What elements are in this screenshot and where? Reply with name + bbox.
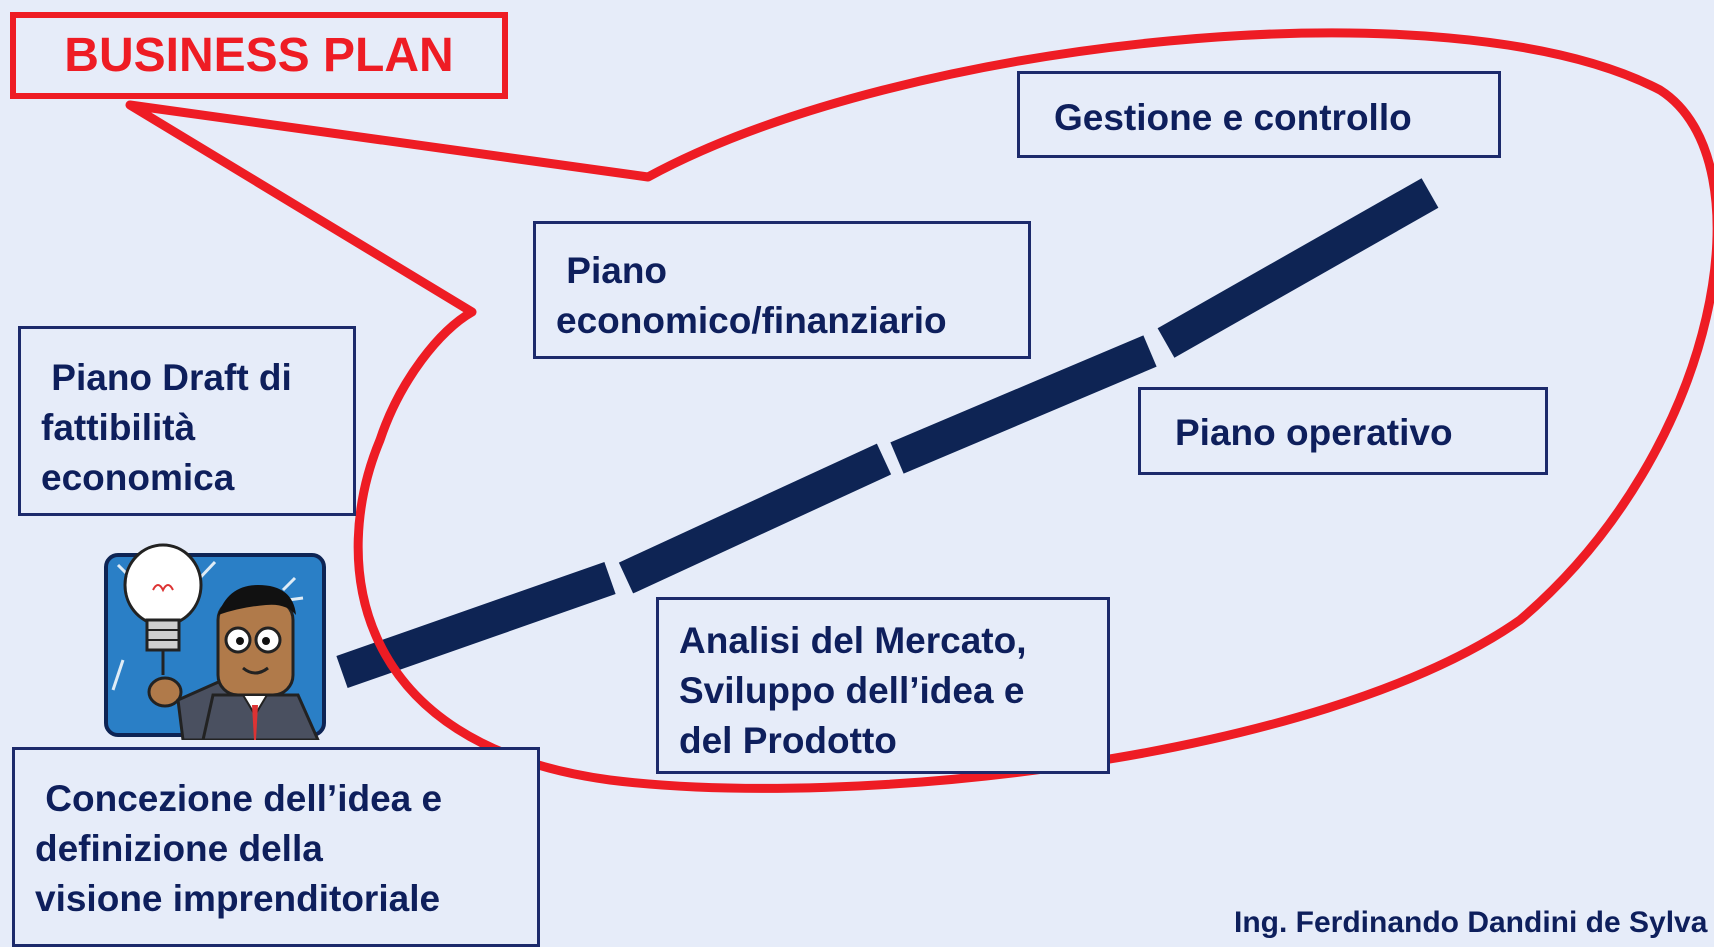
step-label-line: fattibilità	[41, 407, 196, 448]
step-concezione-idea: Concezione dell’idea e definizione della…	[12, 747, 540, 947]
step-label-line: Piano	[556, 250, 668, 291]
step-label-line: definizione della	[35, 828, 323, 869]
step-label-line: Piano Draft di	[41, 357, 292, 398]
step-label-line: del Prodotto	[679, 720, 897, 761]
businessman-lightbulb-icon	[104, 543, 326, 740]
step-label-line: economica	[41, 457, 235, 498]
path-segment-2	[618, 443, 892, 594]
path-segment-3	[890, 335, 1157, 474]
step-analisi-mercato: Analisi del Mercato, Sviluppo dell’idea …	[656, 597, 1110, 774]
progress-path	[336, 178, 1439, 689]
author-credit: Ing. Ferdinando Dandini de Sylva	[1234, 906, 1708, 939]
step-gestione-controllo: Gestione e controllo	[1017, 71, 1501, 158]
step-piano-operativo: Piano operativo	[1138, 387, 1548, 475]
step-label-line: visione imprenditoriale	[35, 878, 441, 919]
step-label: Gestione e controllo	[1054, 97, 1412, 138]
speech-bubble-outline	[125, 28, 1714, 793]
business-plan-title: BUSINESS PLAN	[10, 12, 508, 99]
step-label-line: Concezione dell’idea e	[35, 778, 443, 819]
step-piano-draft: Piano Draft di fattibilità economica	[18, 326, 356, 516]
step-label: Piano operativo	[1175, 412, 1453, 453]
step-label-line: Sviluppo dell’idea e	[679, 670, 1025, 711]
step-label-line: Analisi del Mercato,	[679, 620, 1027, 661]
step-piano-economico: Piano economico/finanziario	[533, 221, 1031, 359]
step-label-line: economico/finanziario	[556, 300, 947, 341]
path-segment-4	[1157, 178, 1439, 358]
